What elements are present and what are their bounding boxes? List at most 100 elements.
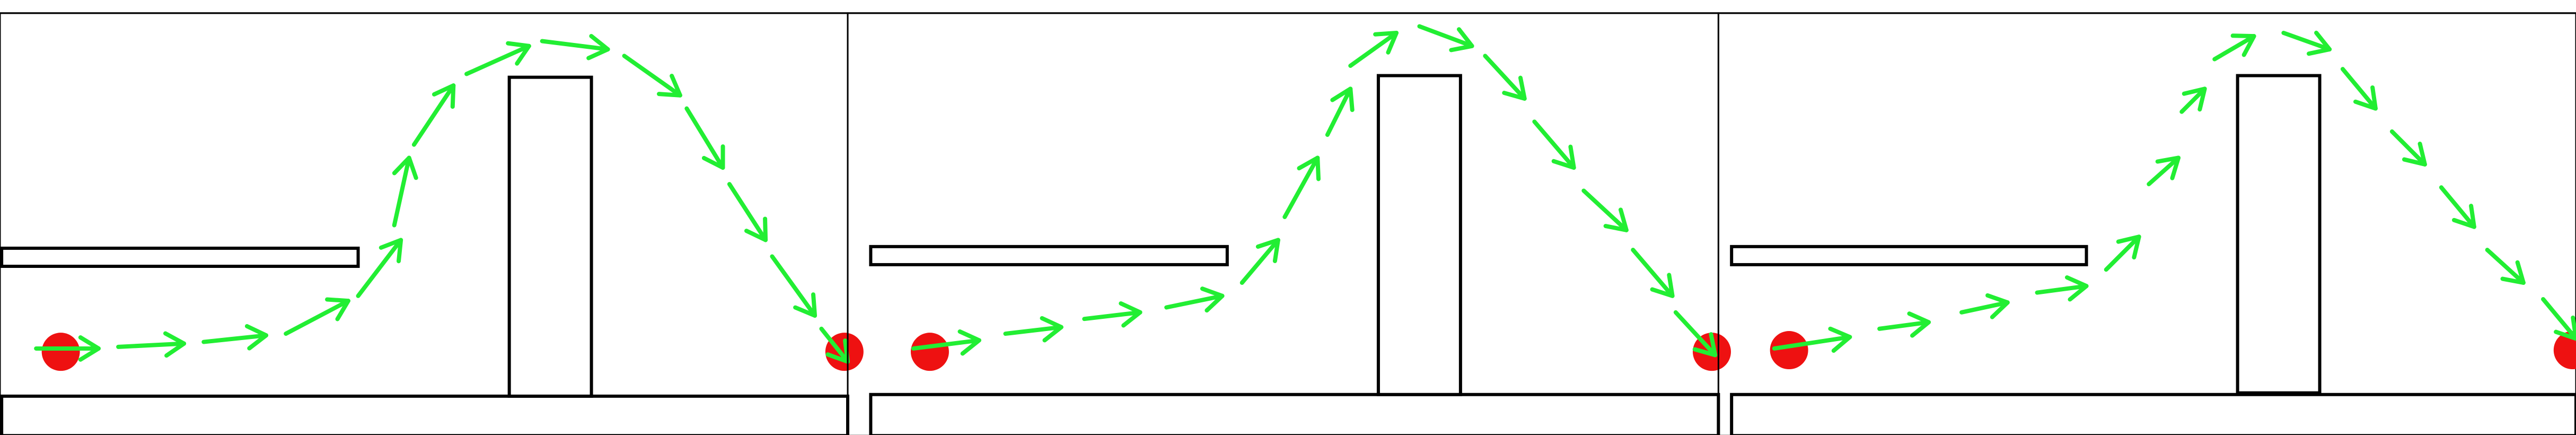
arrow-shaft — [1877, 320, 1931, 331]
arrow-icon — [464, 41, 531, 76]
arrow-shaft — [727, 182, 768, 242]
arrow-icon — [2541, 297, 2576, 341]
arrow-head — [657, 73, 682, 98]
arrow-icon — [2104, 234, 2141, 272]
arrow-shaft — [770, 254, 817, 318]
arrow-icon — [1164, 286, 1225, 313]
arrow-icon — [684, 106, 725, 170]
arrow-icon — [201, 324, 269, 351]
arrow-head — [2230, 33, 2256, 57]
arrow-shaft — [684, 106, 725, 170]
arrow-shaft — [1325, 86, 1353, 137]
arrow-head — [1040, 316, 1063, 343]
arrow-icon — [1631, 248, 1675, 298]
arrow-icon — [1532, 119, 1576, 170]
arrow-head — [957, 329, 981, 356]
arrow-shaft — [1673, 310, 1718, 358]
panel-3 — [1717, 12, 2576, 435]
arrow-head — [1603, 207, 1629, 232]
arrow-shaft — [1282, 155, 1320, 220]
arrow-icon — [284, 297, 350, 336]
arrow-shaft — [1631, 248, 1675, 298]
arrow-icon — [1673, 310, 1718, 358]
arrow-shaft — [2212, 34, 2256, 62]
arrow-shaft — [2281, 30, 2332, 51]
arrow-shaft — [1959, 300, 2010, 315]
arrow-icon — [1239, 238, 1280, 285]
arrow-shaft — [464, 44, 531, 76]
arrow-head — [2451, 204, 2476, 229]
shelf-obstacle — [869, 245, 1229, 266]
arrow-icon — [34, 335, 101, 362]
arrow-icon — [911, 329, 981, 356]
arrow-icon — [2439, 185, 2476, 229]
arrow-shaft — [201, 333, 269, 344]
arrow-icon — [1772, 326, 1852, 353]
arrow-icon — [1003, 316, 1063, 343]
arrow-icon — [622, 54, 682, 98]
arrow-head — [2182, 86, 2207, 112]
arrow-shaft — [622, 54, 682, 98]
start-marker-icon — [1770, 331, 1808, 370]
arrow-head — [2353, 85, 2378, 111]
pillar-obstacle — [507, 75, 593, 398]
panel-2 — [847, 12, 1731, 435]
arrow-shaft — [284, 299, 350, 336]
arrow-icon — [540, 33, 610, 60]
arrow-icon — [2179, 86, 2207, 114]
arrow-icon — [2281, 30, 2332, 56]
start-marker-icon — [41, 333, 80, 371]
arrow-head — [1119, 301, 1142, 328]
arrow-shaft — [1772, 335, 1852, 351]
arrow-shaft — [1164, 293, 1225, 310]
arrow-head — [1828, 326, 1852, 353]
arrow-head — [506, 41, 531, 66]
arrow-icon — [2485, 248, 2526, 285]
arrow-head — [1692, 332, 1718, 358]
floor-obstacle — [0, 394, 850, 435]
arrow-icon — [1959, 293, 2010, 319]
arrow-shaft — [2104, 234, 2141, 272]
arrow-icon — [392, 155, 418, 228]
arrow-head — [2402, 141, 2427, 167]
arrow-head — [2307, 30, 2332, 56]
arrow-head — [1985, 293, 2010, 319]
arrow-icon — [1483, 54, 1527, 101]
arrow-head — [1255, 238, 1280, 263]
arrow-head — [392, 155, 418, 180]
pillar-obstacle — [1376, 74, 1462, 396]
arrow-shaft — [2485, 248, 2526, 285]
arrow-icon — [1082, 301, 1142, 328]
arrow-shaft — [2439, 185, 2476, 229]
start-marker-icon — [910, 333, 949, 371]
arrow-head — [1373, 30, 1399, 55]
arrow-icon — [1282, 155, 1321, 220]
arrow-shaft — [911, 338, 981, 351]
arrow-shaft — [1003, 325, 1063, 336]
arrow-icon — [116, 331, 187, 358]
arrow-icon — [2212, 33, 2256, 62]
arrow-head — [163, 331, 187, 358]
arrow-shaft — [2147, 155, 2181, 187]
pillar-obstacle — [2236, 74, 2322, 395]
arrow-head — [1297, 155, 1321, 181]
arrow-icon — [411, 83, 456, 147]
arrow-head — [1551, 144, 1576, 170]
arrow-icon — [1417, 24, 1474, 53]
arrow-head — [1907, 311, 1931, 338]
arrow-shaft — [540, 39, 610, 51]
arrow-shaft — [392, 155, 411, 228]
arrow-head — [1502, 75, 1527, 101]
shelf-obstacle — [1730, 245, 2088, 266]
arrow-head — [244, 324, 269, 351]
arrow-head — [2155, 155, 2181, 180]
arrow-shaft — [356, 238, 403, 298]
arrow-head — [793, 292, 817, 318]
shelf-obstacle — [0, 246, 360, 268]
arrow-shaft — [2541, 297, 2576, 341]
arrow-head — [1449, 27, 1474, 53]
arrow-shaft — [2035, 284, 2089, 295]
